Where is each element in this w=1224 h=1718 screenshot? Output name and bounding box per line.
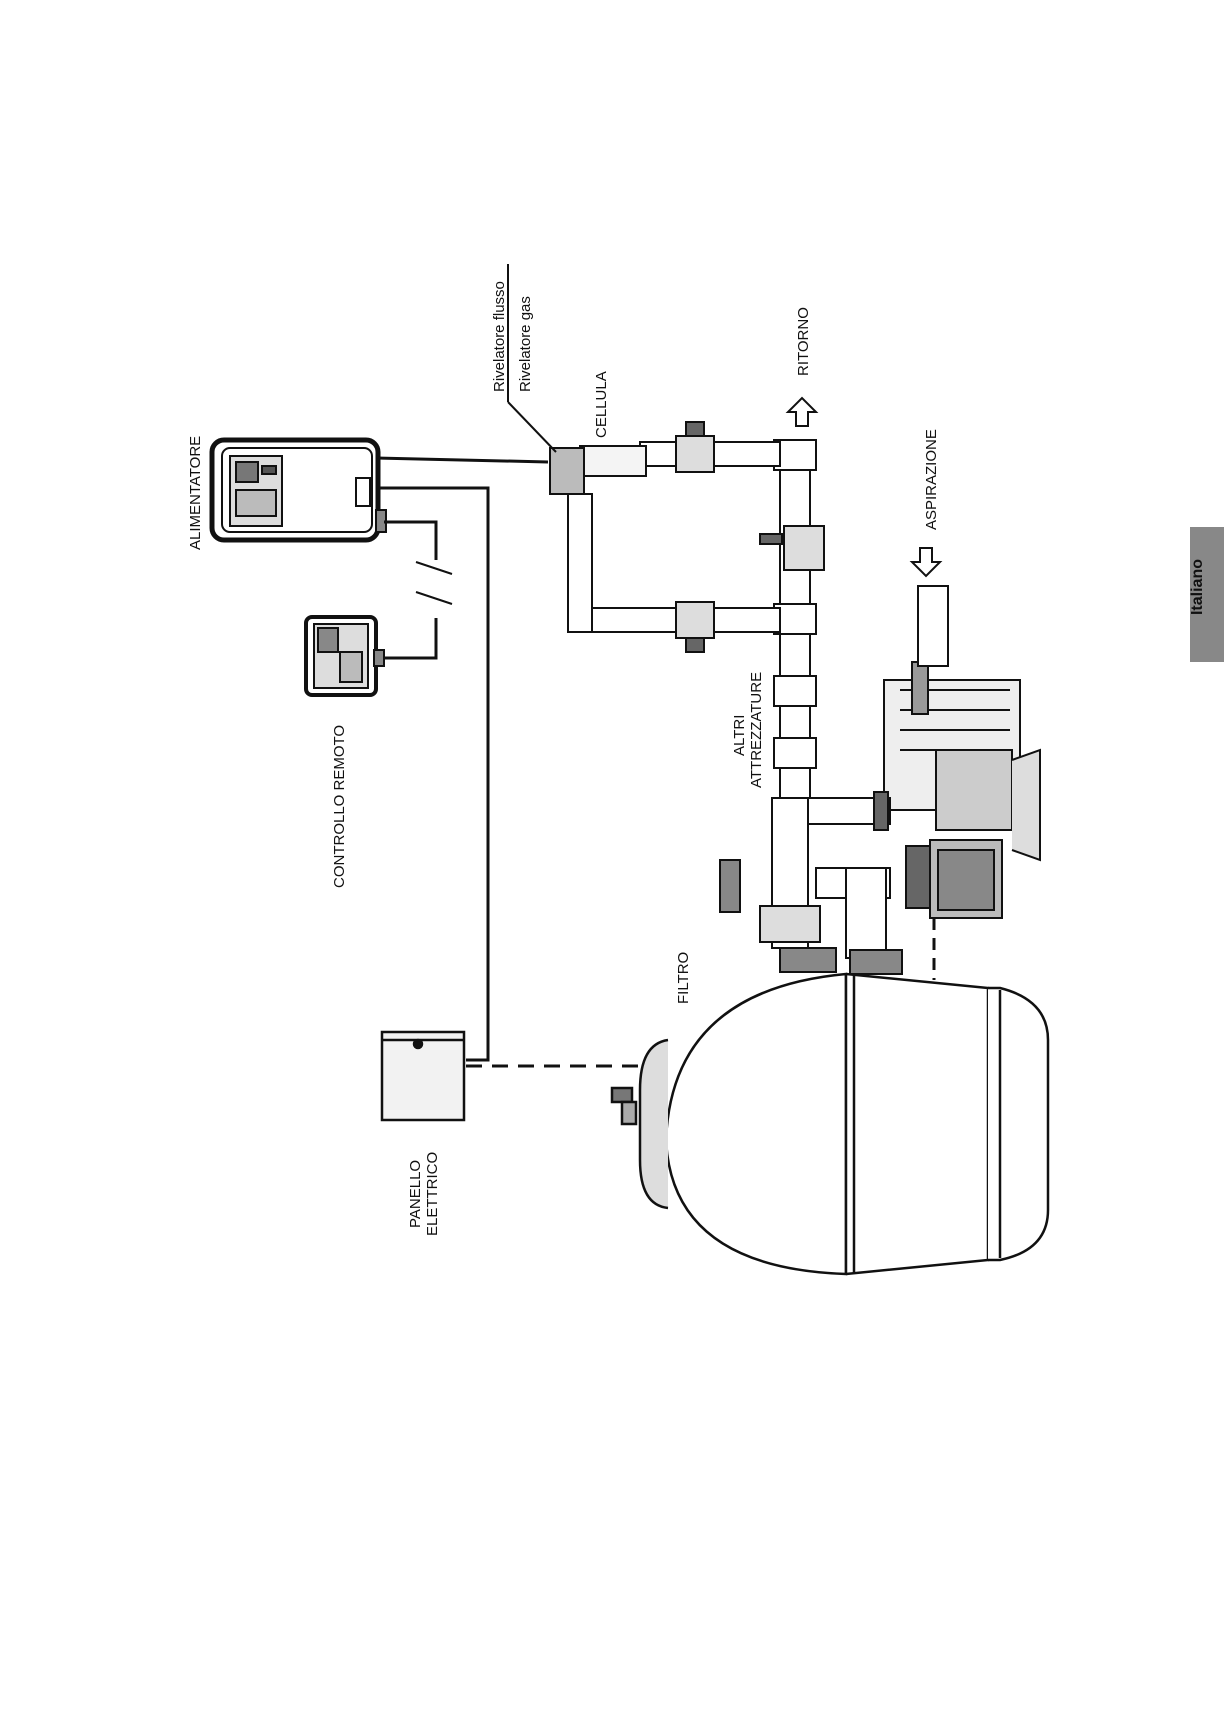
suction-pipe (918, 586, 948, 666)
remote-cable (384, 522, 452, 658)
electrical-panel (382, 1032, 464, 1120)
pump (884, 662, 1040, 918)
label-pannello-line1: PANELLO (407, 1160, 424, 1228)
language-tab-label: Italiano (1189, 552, 1207, 622)
cell-cable (378, 458, 548, 462)
piping (550, 422, 902, 974)
suction-arrow-icon (912, 548, 940, 576)
remote-control-unit (306, 617, 384, 695)
return-arrow-icon (788, 398, 816, 426)
panel-cable (378, 488, 488, 1060)
label-aspirazione: ASPIRAZIONE (923, 429, 940, 530)
label-cellula: CELLULA (593, 371, 610, 438)
power-supply-unit (212, 440, 386, 540)
label-alimentatore: ALIMENTATORE (187, 436, 204, 550)
label-altri-line2: ATTREZZATURE (748, 672, 765, 788)
label-altri-line1: ALTRI (731, 715, 748, 756)
sand-filter-tank (612, 974, 1048, 1274)
label-rivelatore-gas: Rivelatore gas (517, 296, 534, 392)
label-filtro: FILTRO (675, 952, 692, 1004)
label-controllo-remoto: CONTROLLO REMOTO (331, 725, 348, 888)
label-pannello-line2: ELETTRICO (424, 1152, 441, 1236)
label-ritorno: RITORNO (795, 307, 812, 376)
label-rivelatore-flusso: Rivelatore flusso (491, 281, 508, 392)
